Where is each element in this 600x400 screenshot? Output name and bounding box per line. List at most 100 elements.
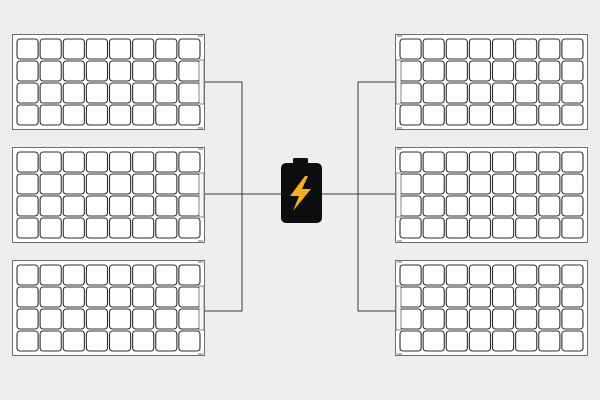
solar-cell — [39, 286, 62, 308]
solar-cell — [16, 195, 39, 217]
solar-cell — [399, 82, 422, 104]
solar-cell — [16, 308, 39, 330]
solar-cell — [561, 38, 584, 60]
solar-cell — [538, 60, 561, 82]
solar-cell — [561, 264, 584, 286]
solar-cell — [16, 173, 39, 195]
solar-cell — [468, 82, 492, 104]
solar-cell — [538, 195, 561, 217]
solar-cell — [468, 217, 492, 239]
solar-cell — [62, 264, 85, 286]
solar-cell — [85, 60, 109, 82]
solar-cell — [85, 173, 109, 195]
solar-cell — [422, 104, 445, 126]
solar-cell — [178, 286, 201, 308]
solar-cell — [399, 38, 422, 60]
solar-cell — [515, 264, 538, 286]
battery — [281, 158, 322, 223]
solar-cell — [16, 104, 39, 126]
solar-cell — [155, 82, 178, 104]
solar-cell — [39, 264, 62, 286]
solar-cell — [538, 173, 561, 195]
solar-cell — [399, 151, 422, 173]
solar-cell — [561, 195, 584, 217]
solar-cell — [108, 308, 132, 330]
solar-cell — [132, 38, 155, 60]
solar-cell — [62, 308, 85, 330]
solar-cell — [561, 82, 584, 104]
solar-cell — [85, 104, 109, 126]
solar-cell — [422, 38, 445, 60]
solar-cell — [155, 286, 178, 308]
solar-cell — [39, 151, 62, 173]
solar-cell — [422, 82, 445, 104]
solar-cell — [16, 60, 39, 82]
solar-cell — [538, 38, 561, 60]
junction-tab — [198, 59, 205, 105]
solar-cell — [178, 264, 201, 286]
solar-cell — [422, 264, 445, 286]
solar-cell — [515, 104, 538, 126]
solar-cell — [178, 60, 201, 82]
solar-panel-left-bottom — [12, 260, 205, 356]
solar-cell — [422, 151, 445, 173]
solar-cell — [16, 151, 39, 173]
solar-cell — [561, 104, 584, 126]
solar-cell — [445, 330, 468, 352]
solar-cell — [468, 60, 492, 82]
solar-cell — [85, 82, 109, 104]
solar-panel-right-top — [395, 34, 588, 130]
solar-cell — [62, 217, 85, 239]
solar-cell — [39, 60, 62, 82]
solar-cell — [491, 195, 515, 217]
solar-cell — [445, 60, 468, 82]
solar-cell — [515, 173, 538, 195]
solar-cell — [491, 264, 515, 286]
solar-cell — [39, 330, 62, 352]
solar-cell — [155, 104, 178, 126]
solar-cell — [468, 308, 492, 330]
solar-cell — [491, 104, 515, 126]
solar-cell — [178, 217, 201, 239]
solar-cell — [538, 82, 561, 104]
solar-cell — [155, 195, 178, 217]
solar-cell — [108, 286, 132, 308]
solar-cell — [39, 308, 62, 330]
solar-cell — [445, 151, 468, 173]
solar-cell — [468, 173, 492, 195]
solar-cell — [132, 286, 155, 308]
solar-cell — [16, 330, 39, 352]
solar-cell — [515, 151, 538, 173]
solar-cell — [491, 217, 515, 239]
solar-cell — [85, 264, 109, 286]
solar-cell — [39, 173, 62, 195]
junction-tab — [395, 172, 402, 218]
solar-cell — [422, 330, 445, 352]
solar-cell — [491, 151, 515, 173]
solar-cell — [108, 104, 132, 126]
solar-cell — [445, 38, 468, 60]
solar-cell — [561, 173, 584, 195]
solar-cell — [422, 195, 445, 217]
solar-cell — [538, 286, 561, 308]
solar-cell — [155, 330, 178, 352]
solar-cell — [561, 330, 584, 352]
solar-panel-left-middle — [12, 147, 205, 243]
solar-cell — [108, 38, 132, 60]
solar-cell — [85, 151, 109, 173]
solar-cell — [445, 82, 468, 104]
solar-cell — [178, 195, 201, 217]
solar-cell — [399, 308, 422, 330]
solar-cell — [132, 104, 155, 126]
solar-cell — [468, 38, 492, 60]
solar-cell — [538, 104, 561, 126]
solar-cell — [85, 308, 109, 330]
solar-cell — [445, 104, 468, 126]
solar-cell — [422, 308, 445, 330]
solar-cell — [108, 330, 132, 352]
solar-cell — [62, 151, 85, 173]
solar-cell — [445, 308, 468, 330]
solar-cell — [178, 151, 201, 173]
solar-cell — [155, 60, 178, 82]
solar-cell — [178, 104, 201, 126]
